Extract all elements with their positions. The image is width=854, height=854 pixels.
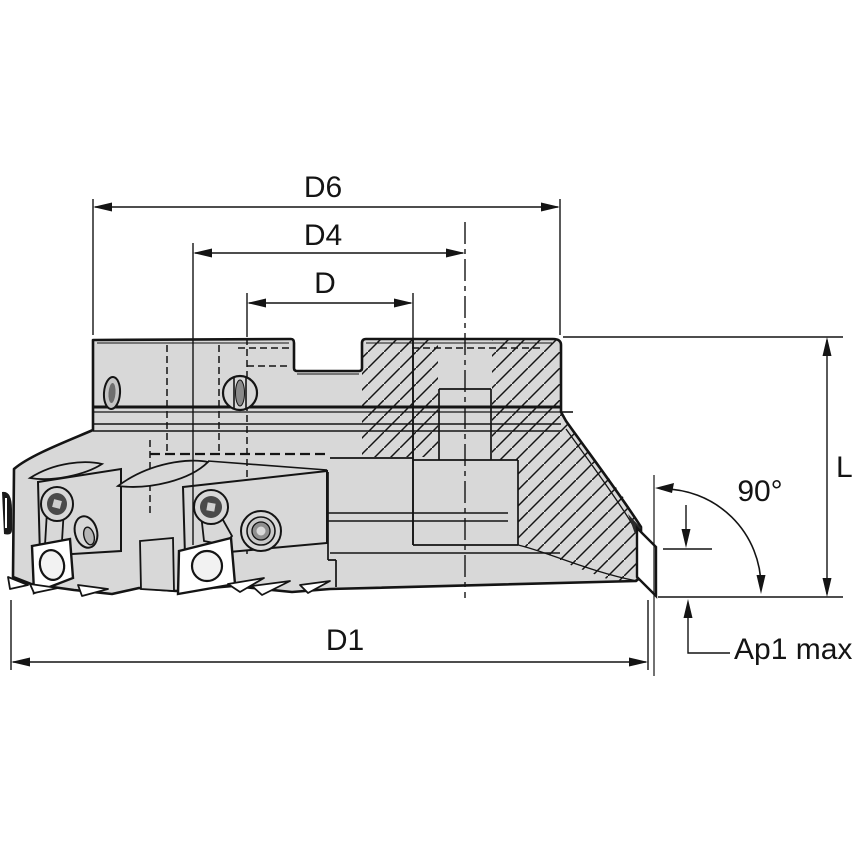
dimension-d1 [10, 600, 649, 670]
d1-label: D1 [326, 624, 364, 657]
arrowhead [193, 248, 212, 258]
arrowhead [683, 599, 693, 618]
wedge-recess-1 [73, 515, 99, 549]
insert-pocket-2 [115, 459, 328, 596]
band-screw-left [102, 376, 122, 410]
arrowhead [541, 202, 560, 212]
arrowhead [446, 248, 465, 258]
dimension-l [563, 336, 843, 598]
dimension-d [246, 293, 414, 338]
hatch-right-block [492, 339, 641, 581]
arrowhead [822, 337, 832, 356]
insert-pocket-1 [27, 461, 122, 595]
arrowhead [681, 529, 691, 548]
d6-label: D6 [304, 171, 342, 204]
arrowhead [655, 483, 674, 493]
l-label: L [836, 451, 853, 484]
chip-gullet-1 [27, 461, 105, 481]
arrowhead [822, 578, 832, 597]
dimension-labels: D6 D4 D D1 L 90° Ap1 max [304, 171, 853, 666]
far-side-insert [2, 491, 12, 535]
band-screw-right [221, 374, 259, 412]
adjusting-screw [240, 510, 282, 552]
dimension-d6 [92, 199, 561, 335]
hatch-left-block [362, 339, 438, 457]
insert-screw-2 [193, 489, 229, 525]
arrowhead [394, 298, 413, 308]
arrowhead [756, 575, 766, 594]
insert-screw-1 [40, 486, 74, 522]
chip-gullet-2 [115, 459, 210, 488]
dimension-ap1 [663, 505, 730, 654]
section-hatch [362, 339, 641, 581]
arrowhead [629, 657, 648, 667]
lead-angle-label: 90° [737, 475, 782, 508]
bottom-teeth [7, 576, 331, 597]
dimension-lead-angle [655, 483, 766, 594]
band-grooves [93, 405, 561, 432]
ap1-label: Ap1 max [734, 633, 852, 666]
cutter-body [2, 222, 658, 676]
arrowhead [11, 657, 30, 667]
dimension-d4 [192, 243, 465, 545]
d4-label: D4 [304, 219, 342, 252]
dimensions [10, 199, 843, 670]
cutting-insert-right [628, 514, 658, 599]
pocket-wall [139, 537, 175, 592]
d-label: D [314, 267, 336, 300]
cutting-insert-1 [30, 537, 75, 595]
arrowhead [93, 202, 112, 212]
arrowhead [247, 298, 266, 308]
